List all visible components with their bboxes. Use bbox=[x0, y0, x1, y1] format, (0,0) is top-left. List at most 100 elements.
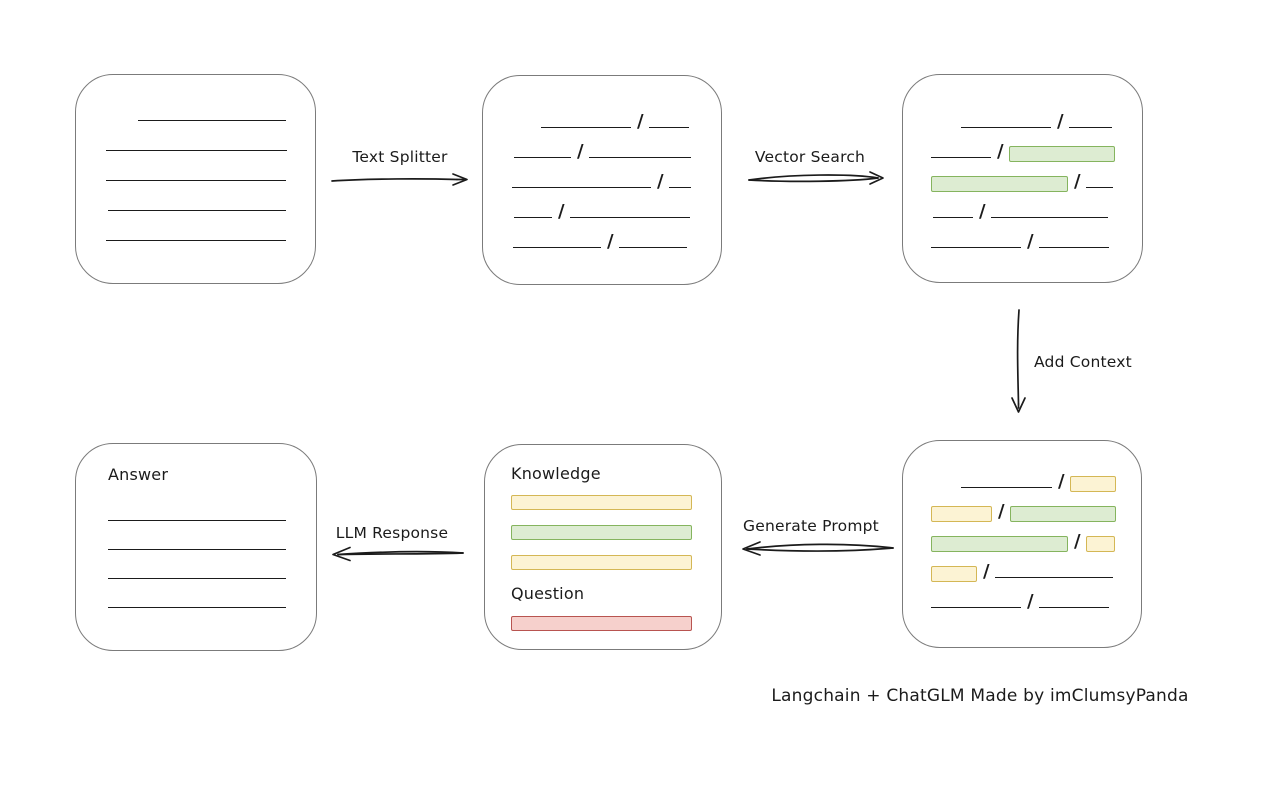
text-line bbox=[961, 127, 1051, 128]
answer-heading: Answer bbox=[108, 465, 169, 484]
vector-matches-box: / / / / / bbox=[902, 74, 1143, 283]
indent-gap bbox=[903, 487, 961, 488]
llm-response-label: LLM Response bbox=[335, 524, 449, 542]
indent-gap bbox=[903, 157, 931, 158]
prompt-template-content: Knowledge Question bbox=[485, 445, 721, 649]
text-row: / bbox=[903, 158, 1142, 192]
text-line bbox=[514, 157, 571, 158]
text-row bbox=[108, 521, 316, 550]
green-highlight bbox=[1008, 146, 1115, 162]
text-line bbox=[541, 127, 631, 128]
text-row bbox=[76, 211, 315, 241]
text-row: / bbox=[903, 98, 1142, 132]
text-row: / bbox=[903, 578, 1141, 612]
vector-search-arrow-icon bbox=[748, 171, 884, 185]
yellow-bar bbox=[511, 555, 692, 570]
indent-gap bbox=[903, 547, 931, 548]
text-splitter-arrow-icon bbox=[331, 173, 468, 186]
slash-separator: / bbox=[1057, 111, 1064, 132]
slash-separator: / bbox=[979, 201, 986, 222]
text-line bbox=[990, 217, 1108, 218]
answer-content: Answer bbox=[76, 444, 316, 650]
indent-gap bbox=[903, 577, 931, 578]
text-line bbox=[931, 607, 1021, 608]
slash-separator: / bbox=[657, 171, 664, 192]
question-heading: Question bbox=[511, 584, 585, 603]
text-line bbox=[108, 607, 286, 608]
text-row: / bbox=[903, 518, 1141, 552]
text-line bbox=[1085, 187, 1113, 188]
slash-separator: / bbox=[1074, 171, 1081, 192]
text-row: / bbox=[903, 218, 1142, 252]
text-row: / bbox=[903, 548, 1141, 582]
text-line bbox=[618, 247, 687, 248]
text-line bbox=[108, 549, 286, 550]
split-text-box: ///// bbox=[482, 75, 722, 285]
answer-box: Answer bbox=[75, 443, 317, 651]
slash-separator: / bbox=[607, 231, 614, 252]
source-document-box bbox=[75, 74, 316, 284]
indent-gap bbox=[903, 247, 931, 248]
yellow-highlight bbox=[931, 566, 977, 582]
vector-match-lines: / / / / / bbox=[903, 75, 1142, 282]
slash-separator: / bbox=[1058, 471, 1065, 492]
text-line bbox=[668, 187, 691, 188]
green-highlight bbox=[1009, 506, 1116, 522]
slash-separator: / bbox=[1027, 591, 1034, 612]
text-row bbox=[76, 121, 315, 151]
text-row: / bbox=[483, 218, 721, 252]
yellow-highlight bbox=[931, 506, 992, 522]
indent-gap bbox=[76, 120, 138, 121]
indent-gap bbox=[76, 210, 108, 211]
text-line bbox=[1038, 247, 1109, 248]
text-line bbox=[512, 187, 651, 188]
text-line bbox=[513, 247, 601, 248]
text-row: / bbox=[483, 128, 721, 161]
add-context-label: Add Context bbox=[1034, 353, 1132, 371]
text-line bbox=[569, 217, 690, 218]
slash-separator: / bbox=[997, 141, 1004, 162]
knowledge-heading: Knowledge bbox=[511, 464, 601, 483]
indent-gap bbox=[483, 247, 513, 248]
add-context-arrow-icon bbox=[1011, 309, 1026, 413]
yellow-highlight bbox=[1069, 476, 1116, 492]
text-line bbox=[108, 210, 286, 211]
text-line bbox=[994, 577, 1113, 578]
indent-gap bbox=[483, 217, 514, 218]
red-bar bbox=[511, 616, 692, 631]
indent-gap bbox=[483, 187, 512, 188]
indent-gap bbox=[483, 157, 514, 158]
indent-gap bbox=[76, 180, 106, 181]
text-row: / bbox=[903, 128, 1142, 162]
caption-text: Langchain + ChatGLM Made by imClumsyPand… bbox=[771, 686, 1189, 706]
text-row bbox=[76, 91, 315, 121]
green-highlight bbox=[931, 536, 1068, 552]
indent-gap bbox=[903, 517, 931, 518]
indent-gap bbox=[903, 187, 931, 188]
text-line bbox=[1068, 127, 1112, 128]
text-line bbox=[1038, 607, 1109, 608]
yellow-highlight bbox=[1085, 536, 1115, 552]
text-line bbox=[931, 247, 1021, 248]
indent-gap bbox=[76, 150, 106, 151]
indent-gap bbox=[903, 127, 961, 128]
text-line bbox=[138, 120, 286, 121]
llm-response-arrow-icon bbox=[332, 546, 464, 562]
slash-separator: / bbox=[1074, 531, 1081, 552]
text-row: / bbox=[483, 98, 721, 131]
context-lines: ///// bbox=[903, 441, 1141, 647]
slash-separator: / bbox=[558, 201, 565, 222]
green-bar bbox=[511, 525, 692, 540]
text-line bbox=[933, 217, 973, 218]
text-row bbox=[108, 579, 316, 608]
text-row: / bbox=[483, 158, 721, 192]
text-line bbox=[514, 217, 552, 218]
text-line bbox=[106, 240, 286, 241]
generate-prompt-arrow-icon bbox=[742, 541, 894, 556]
yellow-bar bbox=[511, 495, 692, 510]
slash-separator: / bbox=[1027, 231, 1034, 252]
context-box: ///// bbox=[902, 440, 1142, 648]
text-line bbox=[961, 487, 1052, 488]
green-highlight bbox=[931, 176, 1068, 192]
